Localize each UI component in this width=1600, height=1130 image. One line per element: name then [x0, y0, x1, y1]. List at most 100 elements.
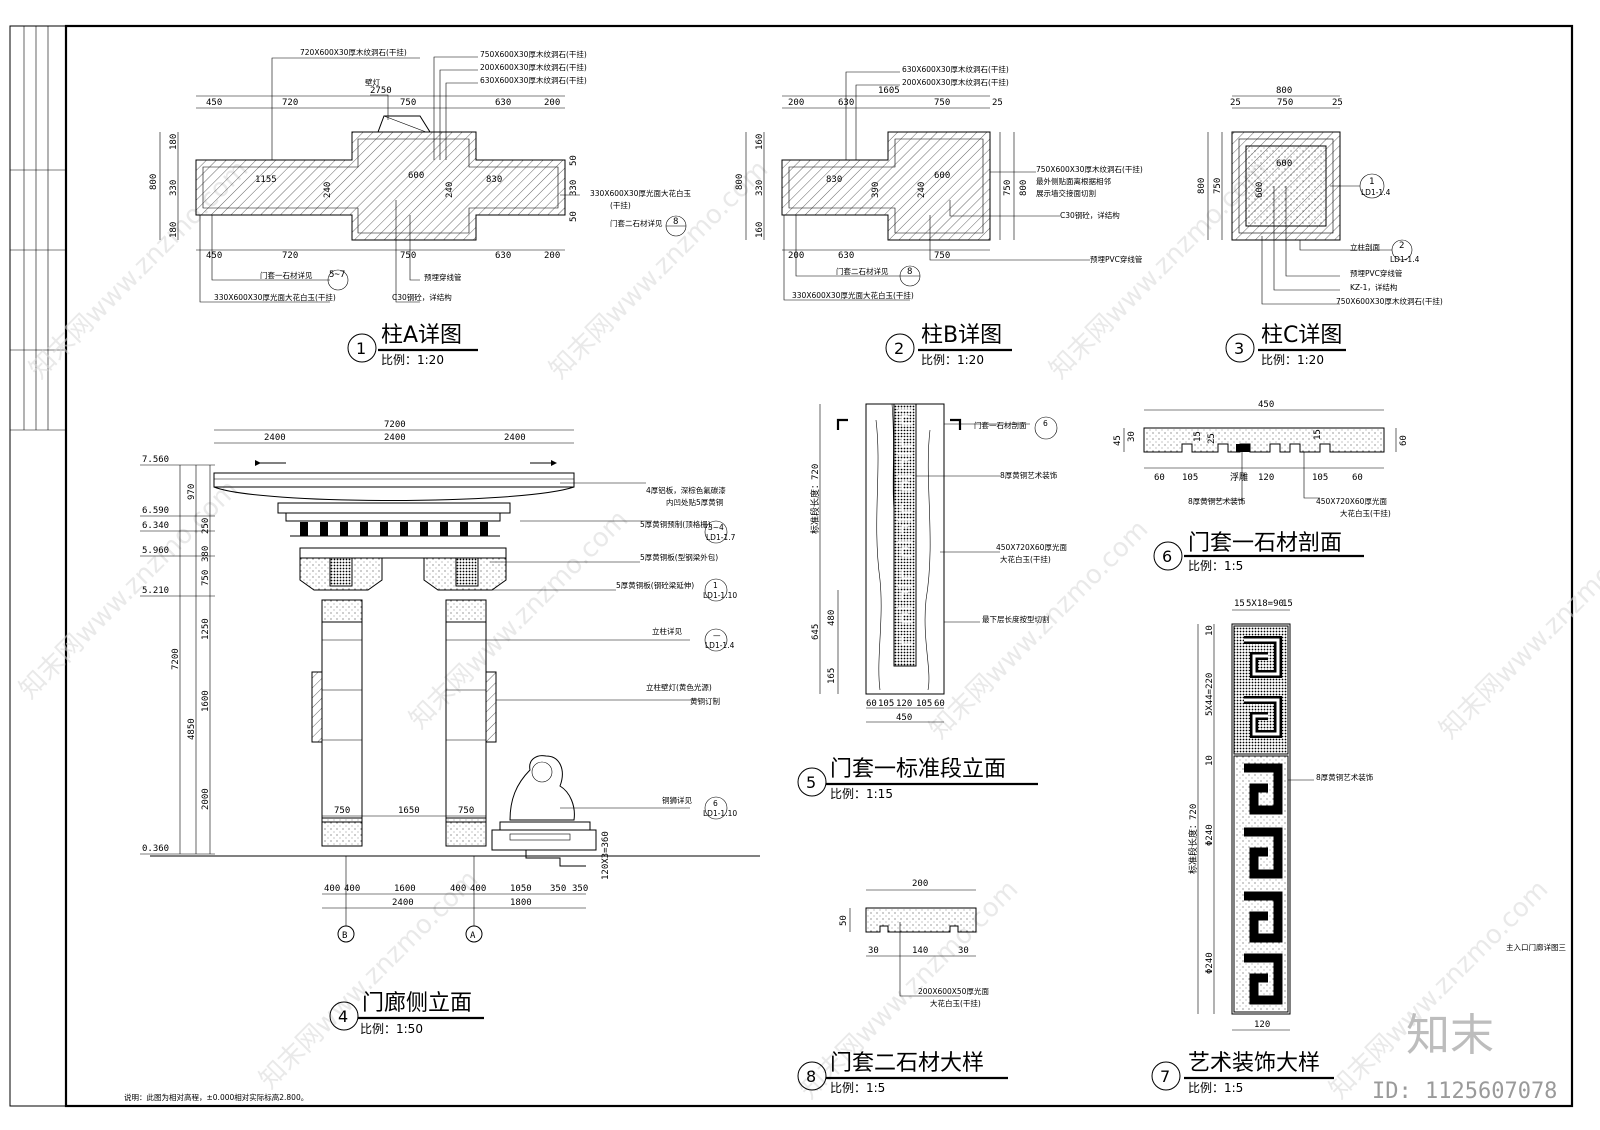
dim: 30: [1127, 431, 1137, 442]
axis-bubble: [337, 925, 355, 943]
note: 门套二石材详见: [836, 266, 889, 276]
dim: 200: [544, 98, 560, 108]
drawing-number: 8: [806, 1067, 816, 1086]
title-bubble: [885, 333, 915, 363]
axis-label: B: [342, 931, 347, 941]
drawing-scale: 比例：1:20: [1261, 353, 1324, 367]
dim: 380: [201, 546, 211, 562]
brass-grille: [300, 522, 488, 536]
meander-pattern: [898, 409, 913, 645]
note: 门套一石材详见: [260, 270, 313, 280]
dim: 15: [1193, 431, 1203, 442]
dim: 800: [149, 174, 159, 190]
dim: 浮雕: [1230, 471, 1248, 483]
section-profile: [1143, 427, 1385, 453]
title-bubble: [329, 1001, 359, 1031]
image-id: ID: 1125607078: [1372, 1079, 1557, 1104]
ref: 5~7: [329, 270, 345, 280]
note: 5厚黄铜板(型钢梁外包): [640, 552, 718, 562]
detail-column-b: 200 630 750 25 1605 200 630 750 800 160 …: [735, 64, 1143, 367]
dim: 标准段长度：720: [1187, 804, 1199, 874]
dim: 450: [206, 98, 222, 108]
dim: 标准段长度：720: [809, 464, 821, 534]
dim: 2000: [201, 788, 211, 810]
note: 720X600X30厚木纹洞石(干挂): [300, 47, 407, 57]
dim: 750: [1277, 98, 1293, 108]
watermark: 知末网www.znzmo.com: [404, 504, 635, 735]
dim: 720: [282, 251, 298, 261]
title-bubble: [797, 1061, 827, 1091]
note: 预埋穿线管: [424, 272, 462, 282]
level: 5.210: [142, 586, 169, 596]
dim: 140: [912, 946, 928, 956]
level: 5.960: [142, 546, 169, 556]
drawing-scale: 比例：1:50: [360, 1022, 423, 1036]
dim: 2750: [370, 86, 392, 96]
dim: 800: [735, 174, 745, 190]
level: 6.590: [142, 506, 169, 516]
drawing-scale: 比例：1:5: [1188, 559, 1243, 573]
dim: 240: [917, 182, 927, 198]
detail-door-frame-section: 450 45 30 60 60 105 浮雕 120 105 60 15 25 …: [1113, 400, 1409, 573]
dim: 450: [1258, 400, 1274, 410]
dim: 5X18=90: [1246, 599, 1284, 609]
ref: LD1-1.4: [705, 641, 735, 650]
cornice: [213, 472, 575, 488]
note: 大花白玉(干挂): [930, 998, 981, 1008]
watermark: 知末网www.znzmo.com: [1434, 514, 1600, 745]
note: 750X600X30厚木纹洞石(干挂): [480, 49, 587, 59]
detail-door-frame-elevation: 标准段长度：720 480 645 165 60 105 120 105 60 …: [797, 403, 1067, 801]
dim: 630: [838, 251, 854, 261]
dim: 2400: [504, 433, 526, 443]
sheet-name: 主入口门廊详图三: [1506, 942, 1566, 952]
drawing-title: 柱A详图: [381, 323, 462, 348]
dim: 400: [344, 884, 360, 894]
note: 大花白玉(干挂): [1340, 508, 1391, 518]
ref: 8: [907, 267, 912, 277]
dim: 7200: [171, 648, 181, 670]
ref-bubble: [1359, 173, 1385, 199]
dim: 750: [1213, 178, 1223, 194]
dim: 15: [1282, 599, 1293, 609]
drawing-title: 门套二石材大样: [830, 1051, 984, 1076]
title-bubble: [347, 333, 377, 363]
drawing-scale: 比例：1:20: [381, 353, 444, 367]
dim: 1605: [878, 86, 900, 96]
ref: 1: [713, 581, 718, 590]
dim: 105: [1312, 473, 1328, 483]
axis-bubble: [465, 925, 483, 943]
dim: 600: [934, 171, 950, 181]
drawing-number: 5: [806, 773, 816, 792]
note: 铜狮详见: [662, 795, 692, 805]
note: 壁灯: [365, 77, 380, 87]
bronze-lion: [509, 755, 575, 821]
note: 立柱壁灯(黄色光源): [646, 682, 712, 692]
drawing-title: 门套一石材剖面: [1188, 531, 1342, 556]
note: 5厚黄铜板(钢砼梁延伸): [616, 580, 694, 590]
note: 预埋PVC穿线管: [1090, 254, 1143, 264]
dim: 400: [470, 884, 486, 894]
ref: —: [713, 631, 721, 640]
dim: 330: [169, 180, 179, 196]
dim: 400: [324, 884, 340, 894]
ref-bubble: [704, 520, 728, 544]
note: 大花白玉(干挂): [1000, 554, 1051, 564]
wall-lamp: [377, 115, 431, 133]
dim: 600: [1276, 159, 1292, 169]
dim: 160: [755, 222, 765, 238]
dim: 165: [827, 668, 837, 684]
dim: 160: [755, 134, 765, 150]
dim: 10: [1205, 625, 1215, 636]
ref: 6: [713, 799, 718, 808]
stone-profile: [865, 907, 977, 933]
dim: 240: [323, 182, 333, 198]
column-a-plan: [195, 131, 566, 241]
note: 最下层长度按型切割: [982, 614, 1050, 624]
ornament-strip: [1231, 623, 1291, 1015]
note: 立柱剖面: [1350, 242, 1380, 252]
ref: LD1-1.7: [706, 533, 736, 542]
dim: 120X3=360: [601, 831, 611, 880]
dim: 1650: [398, 806, 420, 816]
detail-column-a: 450 720 750 630 200 2750 450 720 750 630…: [149, 47, 691, 367]
